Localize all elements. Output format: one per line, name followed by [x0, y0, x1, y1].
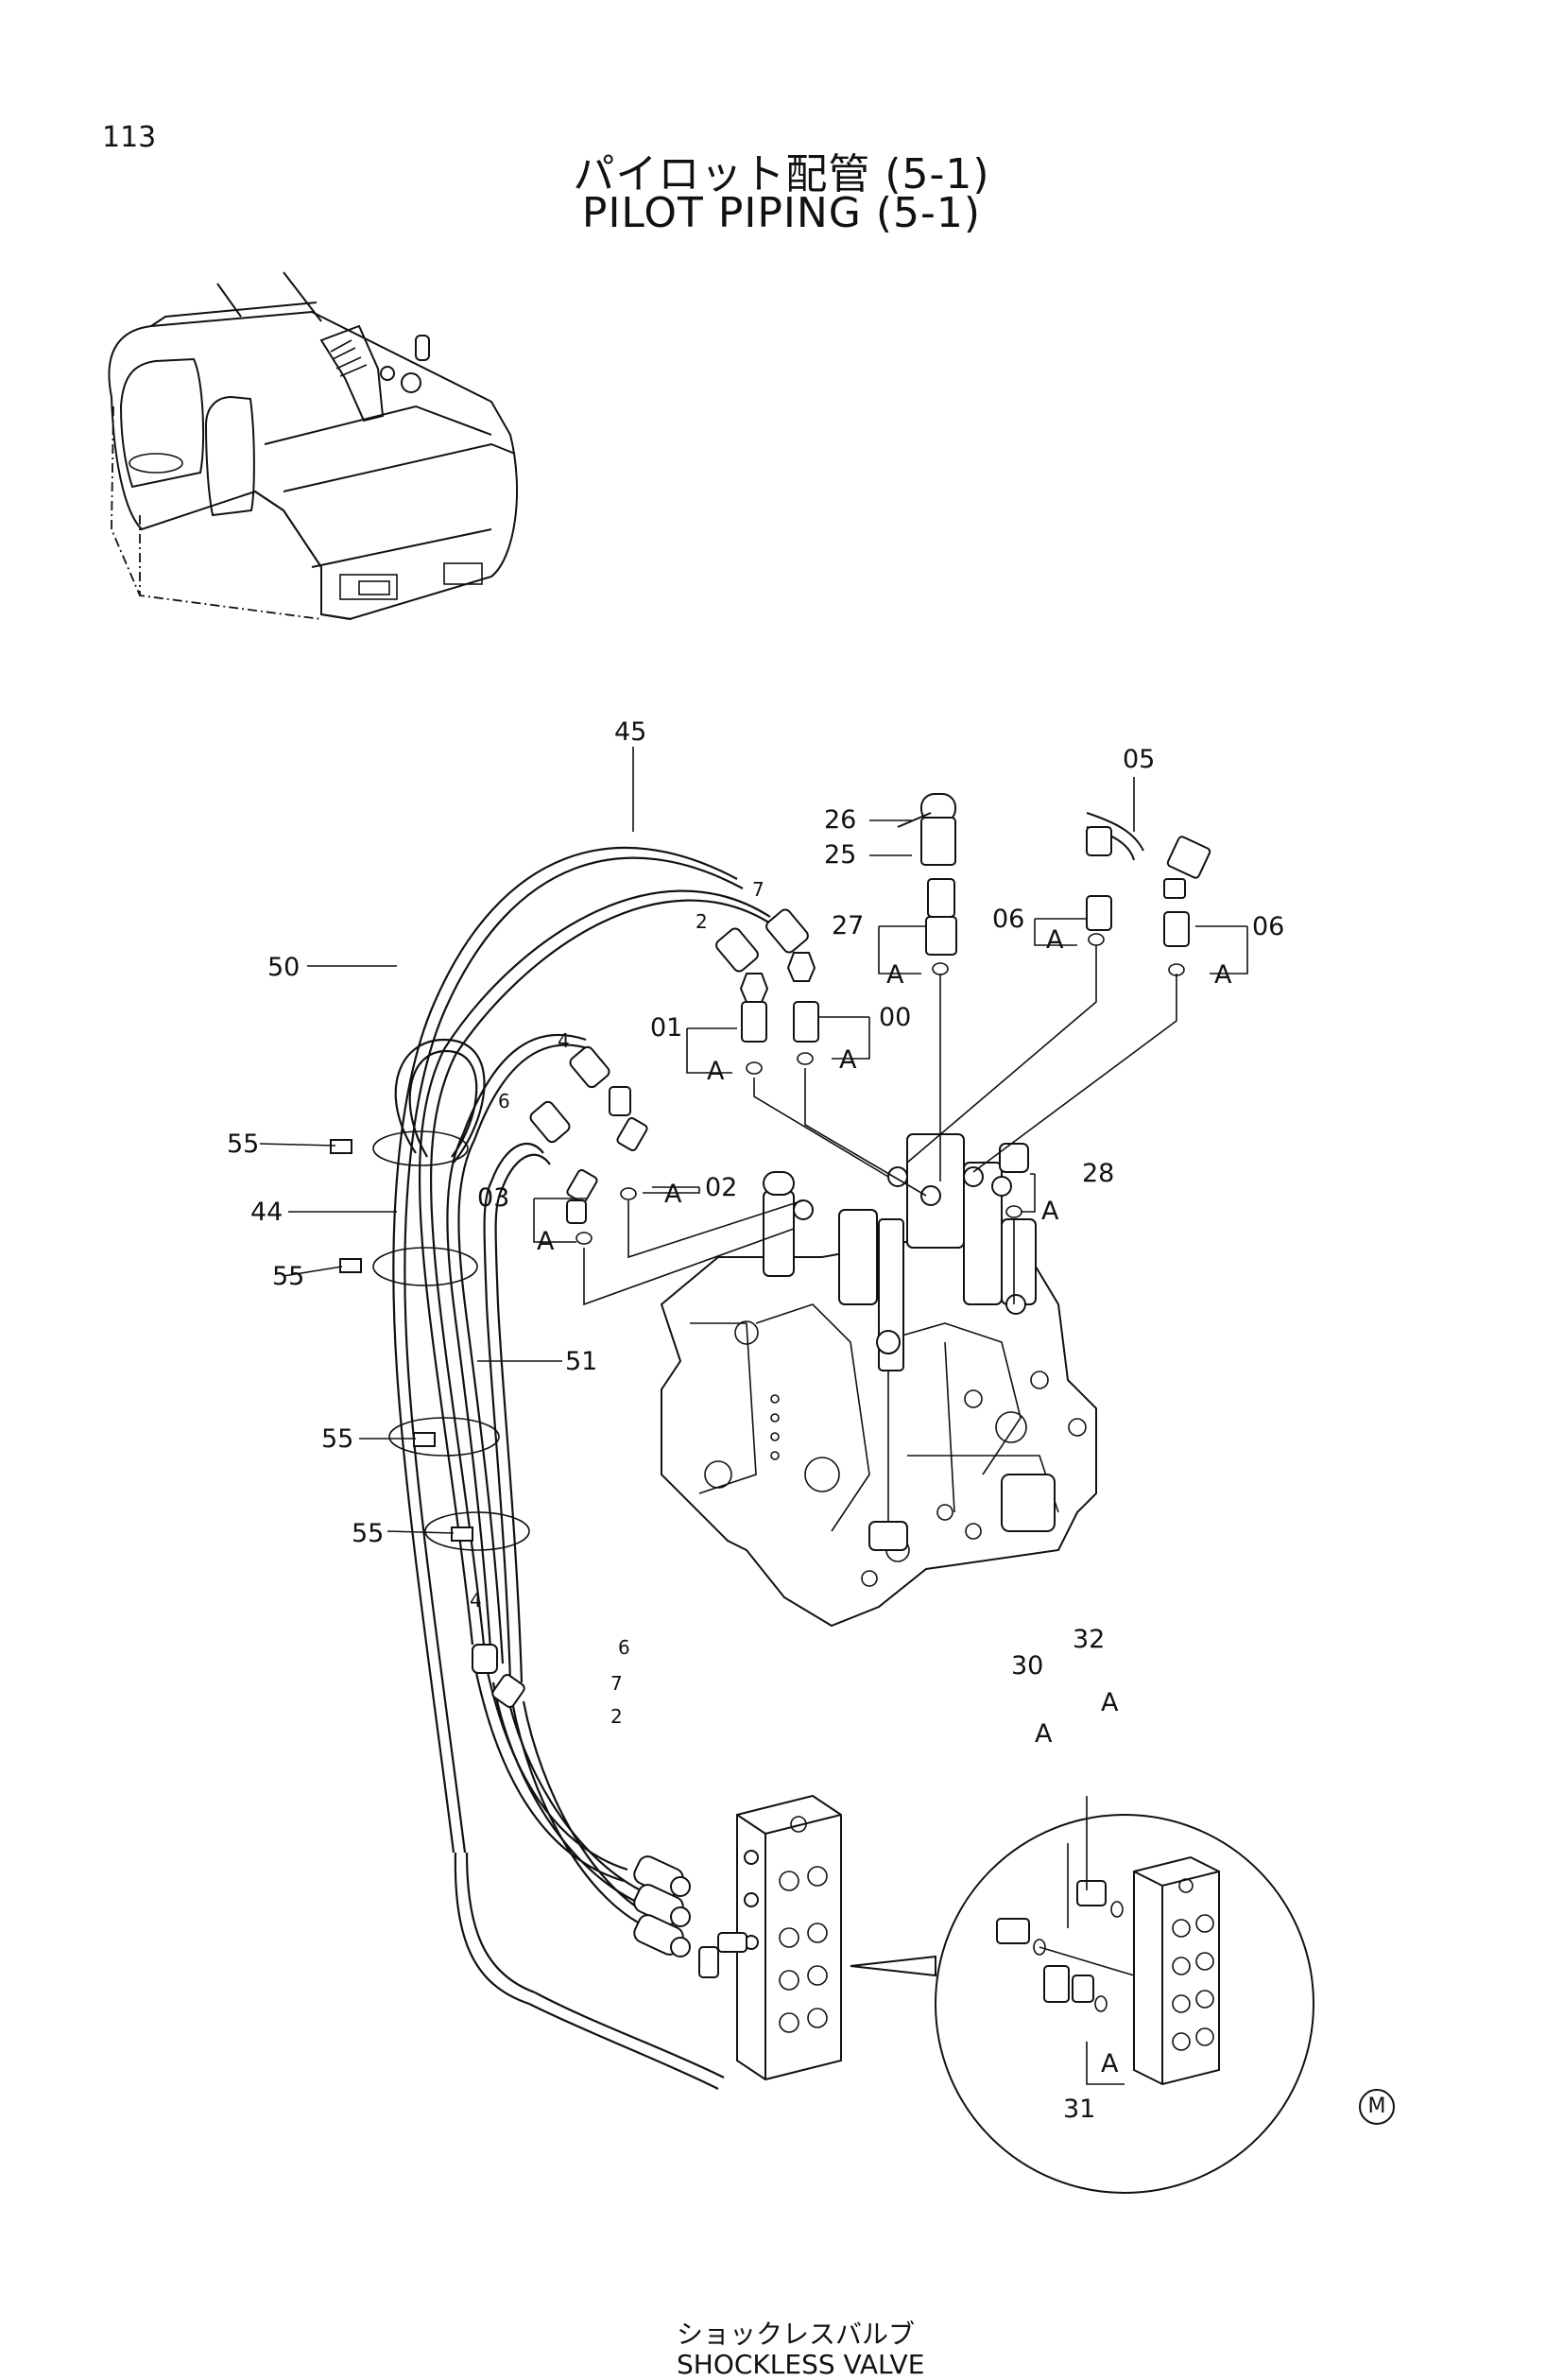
hose-end-fittings	[529, 908, 816, 1224]
callout-00: 00	[879, 1003, 911, 1032]
callout-06-right: 06	[1252, 912, 1284, 941]
excavator-overview-illustration	[108, 271, 519, 621]
hose-mark-7-lower: 7	[610, 1672, 623, 1695]
page-number: 113	[102, 121, 157, 154]
detail-letter-labels: A A A A A A A A A A A	[537, 925, 1232, 2078]
loose-fittings	[575, 793, 1211, 1245]
control-valve-assembly	[660, 1133, 1097, 1628]
hose-number-marks: 7 2 4 6 4 6 7 2	[470, 878, 764, 1728]
callout-25: 25	[824, 840, 856, 870]
callout-55-1: 55	[227, 1130, 259, 1159]
callout-45: 45	[614, 717, 646, 747]
callout-27: 27	[832, 911, 864, 940]
hose-mark-4-upper: 4	[558, 1029, 570, 1052]
callout-numbers: 45 05 26 25 27 06 06 50 01 00 02 03 28 5…	[227, 717, 1284, 2124]
hose-mark-4-lower: 4	[470, 1589, 482, 1612]
detail-a-01: A	[707, 1057, 725, 1086]
detail-a-30: A	[1035, 1719, 1053, 1749]
callout-50: 50	[267, 953, 300, 982]
callout-30: 30	[1011, 1651, 1043, 1681]
shockless-valve-block	[472, 1644, 936, 2081]
shockless-valve-label-japanese: ショックレスバルブ	[677, 2319, 916, 2350]
hose-mark-6-lower: 6	[618, 1636, 630, 1659]
callout-44: 44	[250, 1198, 283, 1227]
hose-mark-7-upper: 7	[752, 878, 764, 901]
detail-a-06-left: A	[1046, 925, 1064, 955]
callout-01: 01	[650, 1013, 682, 1043]
page-title-japanese: パイロット配管 (5-1)	[573, 150, 990, 198]
callout-26: 26	[824, 805, 856, 835]
detail-a-27: A	[886, 960, 904, 990]
callout-55-2: 55	[272, 1262, 304, 1291]
callout-06-left: 06	[992, 905, 1024, 934]
detail-a-03: A	[537, 1227, 555, 1256]
pilot-piping-diagram: 45 05 26 25 27 06 06 50 01 00 02 03 28 5…	[108, 271, 1314, 2194]
detail-a-02: A	[664, 1180, 682, 1209]
leader-lines	[259, 747, 1248, 1534]
callout-03: 03	[477, 1183, 509, 1213]
callout-02: 02	[705, 1173, 737, 1202]
callout-55-4: 55	[352, 1519, 384, 1548]
hose-mark-2-upper: 2	[696, 910, 708, 933]
shockless-valve-label-english: SHOCKLESS VALVE	[677, 2349, 925, 2380]
callout-32: 32	[1073, 1625, 1105, 1654]
shockless-valve-detail-circle	[935, 1796, 1314, 2194]
cable-ties	[330, 1130, 530, 1551]
hose-mark-2-lower: 2	[610, 1705, 623, 1728]
hose-mark-6-upper: 6	[498, 1090, 510, 1112]
detail-a-00: A	[839, 1045, 857, 1075]
callout-31: 31	[1063, 2095, 1095, 2124]
detail-a-32: A	[1101, 1688, 1119, 1717]
callout-51: 51	[565, 1347, 597, 1376]
manufacturer-mark: M	[1359, 2089, 1395, 2125]
detail-a-06-right: A	[1214, 960, 1232, 990]
detail-a-31: A	[1101, 2049, 1119, 2078]
callout-55-3: 55	[321, 1424, 353, 1454]
pilot-hose-bundle	[392, 846, 776, 2090]
detail-a-28: A	[1041, 1197, 1059, 1226]
page-title-english: PILOT PIPING (5-1)	[581, 189, 982, 237]
callout-28: 28	[1082, 1159, 1114, 1188]
callout-05: 05	[1123, 745, 1155, 774]
